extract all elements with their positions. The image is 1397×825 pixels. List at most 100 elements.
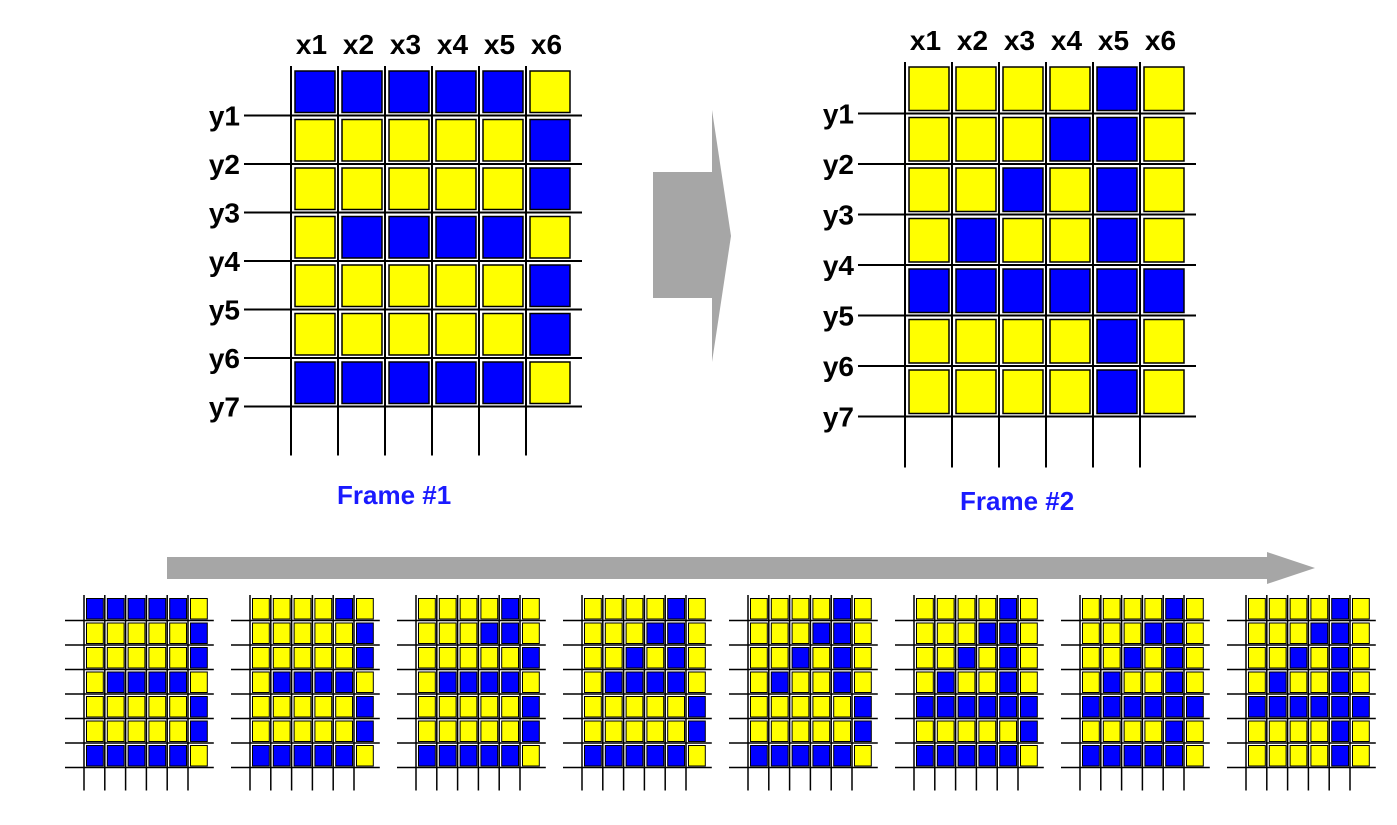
- led-cell-on: [1049, 268, 1091, 314]
- led-cell-off: [482, 118, 524, 162]
- led-cell-off: [908, 318, 950, 364]
- led-cell-on: [529, 264, 571, 308]
- led-cell-on: [978, 696, 997, 718]
- led-cell-off: [604, 622, 623, 644]
- led-cell-off: [1248, 720, 1266, 742]
- led-cell-off: [955, 116, 997, 162]
- led-cell-off: [770, 598, 789, 620]
- frame-sequence: [65, 595, 1376, 791]
- timeline-arrow-icon: [167, 552, 1315, 584]
- led-cell-off: [438, 622, 457, 644]
- led-cell-off: [341, 118, 383, 162]
- led-cell-on: [522, 647, 540, 669]
- led-cell-off: [812, 598, 831, 620]
- led-cell-on: [482, 361, 524, 405]
- led-cell-off: [169, 696, 187, 718]
- led-cell-off: [190, 598, 208, 620]
- led-cell-off: [272, 720, 291, 742]
- led-cell-on: [667, 622, 686, 644]
- led-cell-off: [1268, 647, 1287, 669]
- sequence-frame: [895, 595, 1044, 791]
- led-cell-on: [999, 622, 1018, 644]
- led-cell-off: [314, 696, 333, 718]
- led-cell-off: [1020, 745, 1038, 767]
- led-cell-on: [335, 671, 354, 693]
- led-cell-on: [1096, 268, 1138, 314]
- led-cell-on: [86, 745, 104, 767]
- led-cell-on: [1289, 696, 1308, 718]
- led-cell-off: [1144, 720, 1163, 742]
- led-cell-off: [1123, 622, 1142, 644]
- led-cell-on: [667, 745, 686, 767]
- led-cell-off: [1020, 622, 1038, 644]
- led-cell-off: [435, 264, 477, 308]
- led-cell-off: [522, 598, 540, 620]
- led-cell-off: [770, 647, 789, 669]
- led-cell-off: [646, 720, 665, 742]
- led-cell-on: [999, 647, 1018, 669]
- led-cell-off: [86, 696, 104, 718]
- led-cell-on: [341, 361, 383, 405]
- led-cell-on: [1144, 745, 1163, 767]
- led-cell-off: [388, 118, 430, 162]
- led-cell-off: [1082, 622, 1100, 644]
- led-cell-off: [272, 598, 291, 620]
- led-cell-off: [293, 647, 312, 669]
- led-cell-off: [584, 720, 602, 742]
- led-cell-on: [957, 647, 976, 669]
- column-label: x3: [1004, 25, 1035, 56]
- led-cell-off: [1082, 598, 1100, 620]
- led-cell-on: [341, 215, 383, 259]
- led-cell-on: [833, 598, 852, 620]
- led-cell-off: [908, 217, 950, 263]
- led-cell-on: [833, 622, 852, 644]
- led-cell-on: [1331, 598, 1349, 620]
- led-cell-off: [293, 696, 312, 718]
- led-cell-off: [314, 622, 333, 644]
- led-cell-off: [1186, 671, 1204, 693]
- led-cell-off: [750, 696, 768, 718]
- led-cell-on: [106, 671, 125, 693]
- led-cell-on: [438, 671, 457, 693]
- led-cell-off: [169, 720, 187, 742]
- led-cell-off: [482, 312, 524, 356]
- led-cell-off: [957, 720, 976, 742]
- led-cell-on: [936, 671, 955, 693]
- led-cell-off: [1310, 671, 1329, 693]
- led-cell-off: [1352, 647, 1370, 669]
- big-arrow-icon: [653, 110, 731, 362]
- led-cell-off: [86, 622, 104, 644]
- led-cell-on: [501, 622, 520, 644]
- led-cell-off: [1143, 369, 1185, 415]
- column-label: x6: [531, 29, 562, 60]
- led-cell-on: [1096, 318, 1138, 364]
- led-cell-off: [522, 622, 540, 644]
- led-cell-off: [341, 312, 383, 356]
- led-cell-off: [646, 696, 665, 718]
- led-cell-off: [957, 671, 976, 693]
- led-cell-off: [1049, 66, 1091, 112]
- led-cell-on: [435, 361, 477, 405]
- led-cell-on: [1165, 671, 1183, 693]
- led-cell-off: [791, 720, 810, 742]
- led-cell-on: [1144, 696, 1163, 718]
- led-cell-off: [1186, 720, 1204, 742]
- led-cell-on: [435, 70, 477, 114]
- led-cell-off: [106, 647, 125, 669]
- led-cell-off: [459, 696, 478, 718]
- led-cell-off: [625, 696, 644, 718]
- led-cell-off: [1144, 647, 1163, 669]
- led-cell-on: [1002, 167, 1044, 213]
- led-cell-off: [294, 312, 336, 356]
- led-cell-off: [770, 696, 789, 718]
- led-cell-on: [314, 745, 333, 767]
- column-label: x2: [343, 29, 374, 60]
- led-cell-off: [480, 720, 499, 742]
- column-label: x1: [296, 29, 327, 60]
- led-cell-off: [750, 720, 768, 742]
- led-cell-off: [272, 647, 291, 669]
- led-cell-on: [1331, 647, 1349, 669]
- led-cell-on: [86, 598, 104, 620]
- led-cell-on: [1268, 696, 1287, 718]
- led-cell-on: [750, 745, 768, 767]
